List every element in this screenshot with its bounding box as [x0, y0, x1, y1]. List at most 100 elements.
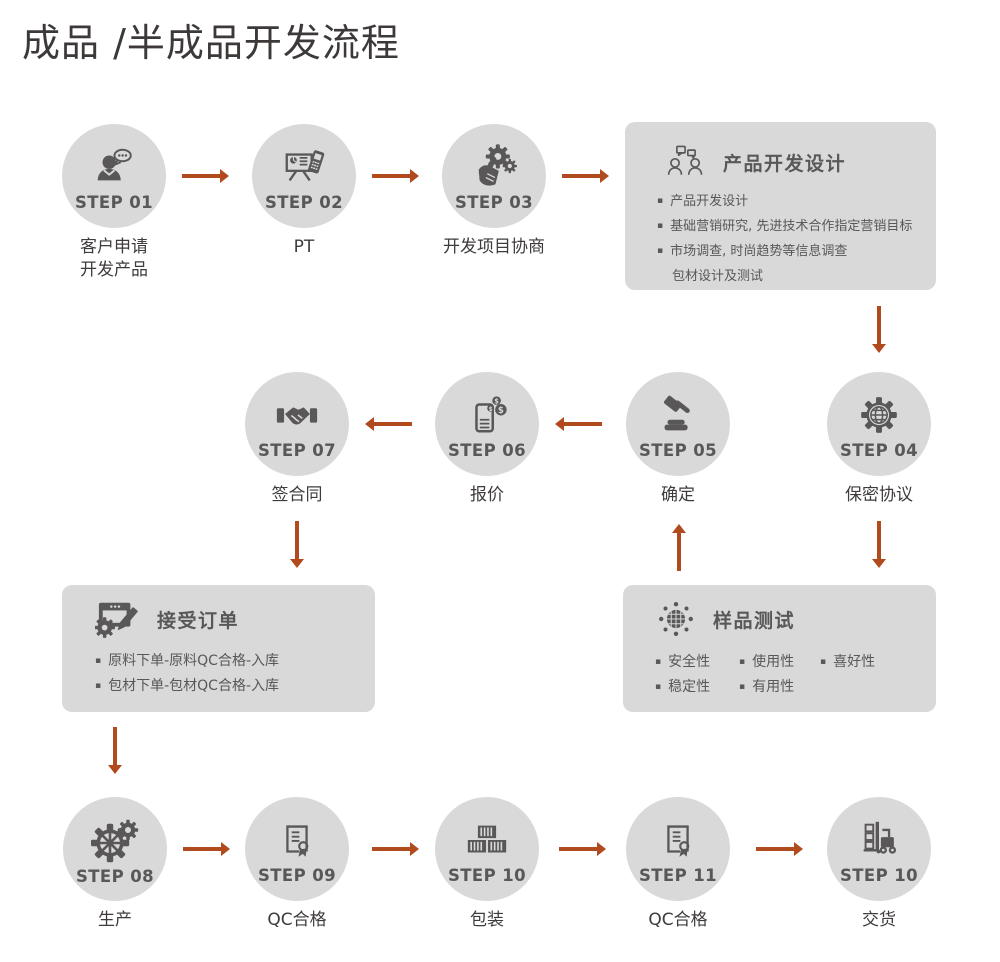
arrow-step03-designbox	[562, 169, 609, 183]
svg-text:$: $	[498, 406, 504, 416]
sample-box-title: 样品测试	[713, 609, 796, 632]
svg-text:$: $	[494, 398, 499, 406]
step-05-caption: 确定	[661, 485, 695, 505]
step-node-06: $ $ $ STEP 06 报价	[435, 372, 539, 507]
hand-click-gears-icon	[478, 144, 517, 186]
person-chat-icon	[97, 148, 132, 181]
arrow-step05-step06	[555, 417, 602, 431]
certificate-icon	[667, 825, 690, 857]
production-gears-icon	[91, 819, 139, 863]
step-10-label: STEP 10	[447, 866, 526, 885]
bullet-item: 使用性	[739, 651, 820, 676]
step-node-02: STEP 02 PT	[252, 124, 356, 259]
step-01-label: STEP 01	[74, 193, 153, 212]
presentation-phone-icon	[285, 150, 325, 182]
arrow-step02-step03	[372, 169, 419, 183]
quote-coins-icon: $ $ $	[475, 396, 507, 433]
arrow-designbox-step04	[872, 306, 886, 353]
step-02-label: STEP 02	[264, 193, 343, 212]
arrow-step04-samplebox	[872, 521, 886, 568]
bullet-item: 基础营销研究, 先进技术合作指定营销目标	[657, 215, 936, 240]
microbe-icon	[659, 602, 693, 636]
step-node-08: STEP 08 生产	[63, 797, 167, 932]
step-12-circle: STEP 10	[827, 797, 931, 901]
page-title: 成品 /半成品开发流程	[22, 21, 400, 65]
arrow-step06-step07	[365, 417, 412, 431]
bullet-item: 包材下单-包材QC合格-入库	[95, 675, 375, 700]
gavel-icon	[664, 395, 690, 431]
step-09-label: STEP 09	[257, 866, 336, 885]
arrow-step08-step09	[183, 842, 230, 856]
step-node-12: STEP 10 交货	[827, 797, 931, 932]
arrow-step01-step02	[182, 169, 229, 183]
order-box: 接受订单 原料下单-原料QC合格-入库 包材下单-包材QC合格-入库	[62, 585, 375, 712]
step-node-11: STEP 11 QC合格	[626, 797, 730, 932]
step-node-03: STEP 03 开发项目协商	[442, 124, 546, 259]
arrow-orderbox-step08	[108, 727, 122, 774]
step-06-caption: 报价	[470, 485, 504, 505]
design-box: 产品开发设计 产品开发设计 基础营销研究, 先进技术合作指定营销目标 市场调查,…	[625, 122, 936, 290]
step-07-label: STEP 07	[257, 441, 336, 460]
sample-box: 样品测试 安全性 使用性 喜好性 稳定性 有用性	[623, 585, 936, 712]
bullet-item: 原料下单-原料QC合格-入库	[95, 650, 375, 675]
step-07-circle: STEP 07	[245, 372, 349, 476]
design-box-bullets: 产品开发设计 基础营销研究, 先进技术合作指定营销目标 市场调查, 时尚趋势等信…	[657, 190, 936, 289]
step-node-07: STEP 07 签合同	[245, 372, 349, 507]
bullet-item: 稳定性	[655, 676, 739, 701]
bullet-item: 喜好性	[820, 651, 936, 676]
order-window-icon	[95, 602, 138, 638]
step-node-04: STEP 04 保密协议	[827, 372, 931, 507]
bullet-item: 市场调查, 时尚趋势等信息调查	[657, 240, 936, 265]
arrow-step07-orderbox	[290, 521, 304, 568]
forklift-icon	[863, 821, 897, 854]
step-12-caption: 交货	[862, 910, 896, 930]
step-node-05: STEP 05 确定	[626, 372, 730, 507]
sample-box-header: 样品测试	[655, 598, 936, 640]
step-09-circle: STEP 09	[245, 797, 349, 901]
bullet-continuation: 包材设计及测试	[672, 269, 764, 284]
step-08-label: STEP 08	[75, 867, 154, 886]
certificate-icon	[286, 825, 309, 857]
step-node-01: STEP 01 客户申请 开发产品	[62, 124, 166, 282]
step-01-caption: 客户申请 开发产品	[80, 237, 148, 280]
step-04-circle: STEP 04	[827, 372, 931, 476]
step-03-circle: STEP 03	[442, 124, 546, 228]
step-10-caption: 包装	[470, 910, 504, 930]
order-box-header: 接受订单	[95, 598, 375, 640]
step-11-caption: QC合格	[648, 910, 708, 930]
step-02-circle: STEP 02	[252, 124, 356, 228]
step-09-caption: QC合格	[267, 910, 327, 930]
step-06-circle: $ $ $ STEP 06	[435, 372, 539, 476]
bullet-item: 有用性	[739, 676, 820, 701]
step-08-caption: 生产	[98, 910, 132, 930]
step-10-circle: STEP 10	[435, 797, 539, 901]
step-03-caption: 开发项目协商	[443, 237, 545, 257]
arrow-step11-step12	[756, 842, 803, 856]
discussion-people-icon	[667, 145, 703, 175]
globe-gear-icon	[861, 397, 897, 433]
step-08-circle: STEP 08	[63, 797, 167, 901]
step-07-caption: 签合同	[271, 485, 323, 505]
sample-box-bullets: 安全性 使用性 喜好性 稳定性 有用性	[655, 651, 936, 701]
bullet-item: 产品开发设计	[657, 190, 936, 215]
step-04-label: STEP 04	[839, 441, 918, 460]
step-02-caption: PT	[293, 237, 315, 257]
arrow-samplebox-step05	[672, 524, 686, 571]
step-node-10: STEP 10 包装	[435, 797, 539, 932]
step-04-caption: 保密协议	[845, 485, 913, 505]
svg-text:$: $	[489, 407, 493, 413]
step-11-label: STEP 11	[638, 866, 717, 885]
step-11-circle: STEP 11	[626, 797, 730, 901]
containers-icon	[467, 825, 507, 853]
step-06-label: STEP 06	[447, 441, 526, 460]
handshake-icon	[276, 407, 318, 425]
step-node-09: STEP 09 QC合格	[245, 797, 349, 932]
design-box-header: 产品开发设计	[665, 143, 936, 181]
step-05-label: STEP 05	[638, 441, 717, 460]
arrow-step09-step10	[372, 842, 419, 856]
step-01-circle: STEP 01	[62, 124, 166, 228]
step-12-label: STEP 10	[839, 866, 918, 885]
design-box-title: 产品开发设计	[723, 152, 847, 175]
order-box-title: 接受订单	[157, 609, 240, 632]
